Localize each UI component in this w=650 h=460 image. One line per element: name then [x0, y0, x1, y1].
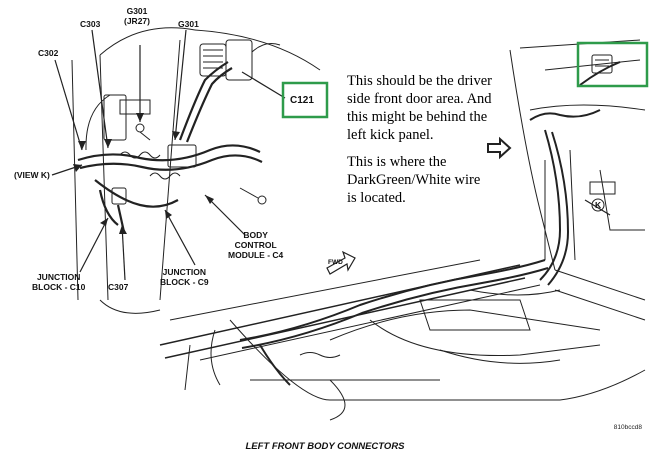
label-junction-block-c10: JUNCTION BLOCK - C10: [32, 272, 86, 292]
label-body-control-module: BODY CONTROL MODULE - C4: [228, 230, 284, 260]
outline-right-arrow-icon: [487, 136, 512, 160]
label-c121: C121: [290, 95, 314, 106]
label-fwd: FWD: [328, 259, 343, 266]
label-g301: G301: [178, 19, 199, 29]
label-junction-block-c9: JUNCTION BLOCK - C9: [160, 267, 209, 287]
connector-highlight-box: [576, 41, 649, 88]
c121-highlight-box: [281, 81, 329, 119]
note-driver-door: This should be the driver side front doo…: [347, 73, 492, 143]
label-c303: C303: [80, 19, 101, 29]
left-detail-drawing: [51, 27, 321, 314]
right-body-drawing: [159, 39, 646, 421]
label-c302: C302: [38, 48, 59, 58]
note-wire-location: This is where the DarkGreen/White wire i…: [347, 154, 481, 206]
figure-caption: LEFT FRONT BODY CONNECTORS: [245, 441, 405, 452]
label-view-k-marker: K: [595, 200, 602, 210]
figure-id: 810bccd8: [613, 424, 642, 431]
label-c307: C307: [108, 282, 129, 292]
label-view-k: (VIEW K): [14, 170, 50, 180]
label-g301-jr27: G301 (JR27): [124, 6, 150, 26]
fwd-arrow-icon: [326, 250, 356, 275]
